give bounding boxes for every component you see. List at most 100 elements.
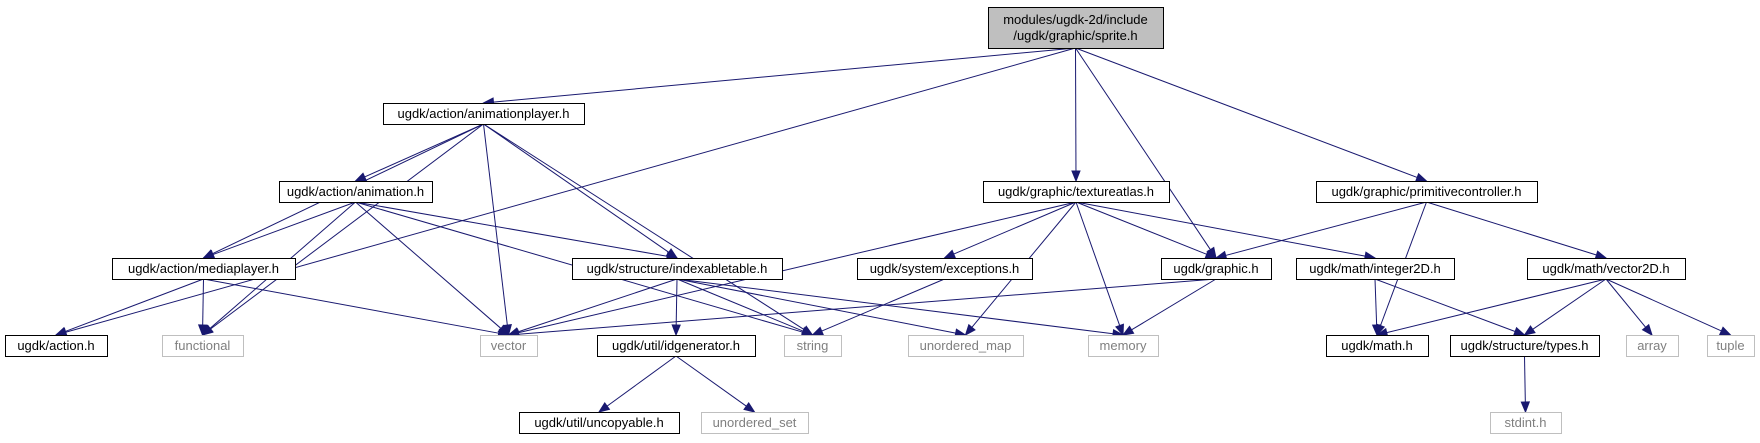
- arrowhead-icon: [943, 249, 957, 259]
- edges-layer: [54, 47, 1732, 414]
- edge-sprite-to-animationplayer: [482, 47, 1076, 107]
- edge-primitivecontroller-to-vector2d: [1426, 201, 1608, 260]
- node-label-line: /ugdk/graphic/sprite.h: [1013, 28, 1137, 43]
- node-label-line: ugdk/action/animationplayer.h: [397, 106, 569, 121]
- node-label-line: unordered_set: [713, 415, 797, 430]
- node-label-line: modules/ugdk-2d/include: [1003, 12, 1148, 27]
- node-tuple: tuple: [1707, 335, 1755, 357]
- edge-animationplayer-to-animation: [354, 123, 484, 182]
- node-label: vector: [491, 338, 527, 353]
- arrowhead-icon: [811, 326, 825, 336]
- edge-integer2d-to-types: [1374, 278, 1526, 336]
- node-box: [5, 335, 108, 357]
- node-label: ugdk/graphic/primitivecontroller.h: [1331, 184, 1521, 199]
- edge-types-to-stdint: [1520, 355, 1531, 414]
- node-animationplayer[interactable]: ugdk/action/animationplayer.h: [383, 103, 585, 125]
- node-vector2d[interactable]: ugdk/math/vector2D.h: [1527, 258, 1686, 280]
- node-label-line: vector: [491, 338, 527, 353]
- node-label: ugdk/action/animation.h: [287, 184, 424, 199]
- arrowhead-icon: [597, 401, 611, 413]
- edge-line: [1075, 47, 1418, 178]
- arrowhead-icon: [354, 172, 368, 182]
- edge-indexabletable-to-memory: [676, 278, 1125, 339]
- node-label-line: memory: [1100, 338, 1147, 353]
- edge-line: [953, 201, 1077, 255]
- node-graphic[interactable]: ugdk/graphic.h: [1161, 258, 1272, 280]
- edge-line: [202, 278, 204, 326]
- edge-sprite-to-textureatlas: [1071, 47, 1081, 183]
- node-label: array: [1637, 338, 1667, 353]
- node-mathh[interactable]: ugdk/math.h: [1326, 335, 1429, 357]
- edge-animation-to-indexabletable: [355, 201, 679, 261]
- node-label-line: ugdk/graphic/textureatlas.h: [998, 184, 1154, 199]
- node-action[interactable]: ugdk/action.h: [5, 335, 108, 357]
- node-box: [572, 258, 783, 280]
- node-label: ugdk/math/vector2D.h: [1542, 261, 1669, 276]
- node-label-line: string: [797, 338, 829, 353]
- edge-sprite-to-graphic: [1075, 47, 1217, 260]
- edge-animation-to-mediaplayer: [202, 201, 356, 259]
- edge-line: [1075, 201, 1366, 257]
- edge-line: [65, 47, 1076, 333]
- node-box: [1326, 335, 1429, 357]
- edge-vector2d-to-tuple: [1605, 278, 1732, 336]
- node-label-line: ugdk/action.h: [17, 338, 94, 353]
- node-primitivecontroller[interactable]: ugdk/graphic/primitivecontroller.h: [1316, 181, 1538, 203]
- node-label: ugdk/graphic/textureatlas.h: [998, 184, 1154, 199]
- node-string: string: [784, 335, 842, 357]
- node-types[interactable]: ugdk/structure/types.h: [1450, 335, 1600, 357]
- arrowhead-icon: [197, 324, 208, 337]
- node-label: ugdk/system/exceptions.h: [870, 261, 1020, 276]
- node-sprite[interactable]: modules/ugdk-2d/include/ugdk/graphic/spr…: [988, 7, 1164, 49]
- node-box: [1490, 412, 1562, 434]
- arrowhead-icon: [1520, 401, 1531, 414]
- arrowhead-icon: [1513, 326, 1526, 336]
- node-box: [597, 335, 756, 357]
- node-label: ugdk/util/uncopyable.h: [534, 415, 663, 430]
- node-animation[interactable]: ugdk/action/animation.h: [279, 181, 433, 203]
- arrowhead-icon: [1071, 170, 1081, 183]
- arrowhead-icon: [743, 402, 756, 413]
- arrowhead-icon: [1641, 323, 1653, 337]
- node-box: [1450, 335, 1600, 357]
- edge-textureatlas-to-exceptions: [943, 201, 1077, 259]
- node-label-line: ugdk/action/animation.h: [287, 184, 424, 199]
- node-label-line: ugdk/graphic.h: [1173, 261, 1258, 276]
- node-label: ugdk/structure/types.h: [1461, 338, 1589, 353]
- node-uncopyable[interactable]: ugdk/util/uncopyable.h: [519, 412, 680, 434]
- node-box: [279, 181, 433, 203]
- node-functional: functional: [162, 335, 244, 357]
- node-label-line: ugdk/util/idgenerator.h: [612, 338, 740, 353]
- edge-line: [1374, 278, 1378, 326]
- node-mediaplayer[interactable]: ugdk/action/mediaplayer.h: [112, 258, 296, 280]
- edge-graphic-to-vector: [507, 278, 1217, 339]
- edge-mediaplayer-to-action: [54, 278, 204, 336]
- edge-textureatlas-to-memory: [1075, 201, 1124, 337]
- edge-animationplayer-to-indexabletable: [483, 123, 679, 259]
- edge-indexabletable-to-idgenerator: [671, 278, 681, 337]
- node-integer2d[interactable]: ugdk/math/integer2D.h: [1296, 258, 1455, 280]
- arrowhead-icon: [1594, 250, 1608, 260]
- node-label-line: tuple: [1716, 338, 1744, 353]
- edge-line: [1532, 278, 1607, 330]
- node-label: ugdk/action/mediaplayer.h: [128, 261, 279, 276]
- edge-line: [1374, 278, 1516, 332]
- edge-idgenerator-to-uncopyable: [597, 355, 677, 413]
- edge-line: [483, 123, 508, 326]
- node-label-line: ugdk/structure/types.h: [1461, 338, 1589, 353]
- node-box: [112, 258, 296, 280]
- edge-mediaplayer-to-functional: [197, 278, 208, 337]
- edge-animationplayer-to-functional: [201, 123, 484, 336]
- node-label: unordered_set: [713, 415, 797, 430]
- node-textureatlas[interactable]: ugdk/graphic/textureatlas.h: [983, 181, 1170, 203]
- node-exceptions[interactable]: ugdk/system/exceptions.h: [857, 258, 1033, 280]
- edge-primitivecontroller-to-graphic: [1214, 201, 1427, 260]
- edge-textureatlas-to-graphic: [1075, 201, 1218, 259]
- edge-line: [1386, 278, 1607, 334]
- node-idgenerator[interactable]: ugdk/util/idgenerator.h: [597, 335, 756, 357]
- arrowhead-icon: [1376, 323, 1386, 337]
- node-indexabletable[interactable]: ugdk/structure/indexabletable.h: [572, 258, 783, 280]
- edge-line: [355, 201, 668, 257]
- edge-line: [1426, 201, 1597, 256]
- edge-line: [1524, 355, 1526, 403]
